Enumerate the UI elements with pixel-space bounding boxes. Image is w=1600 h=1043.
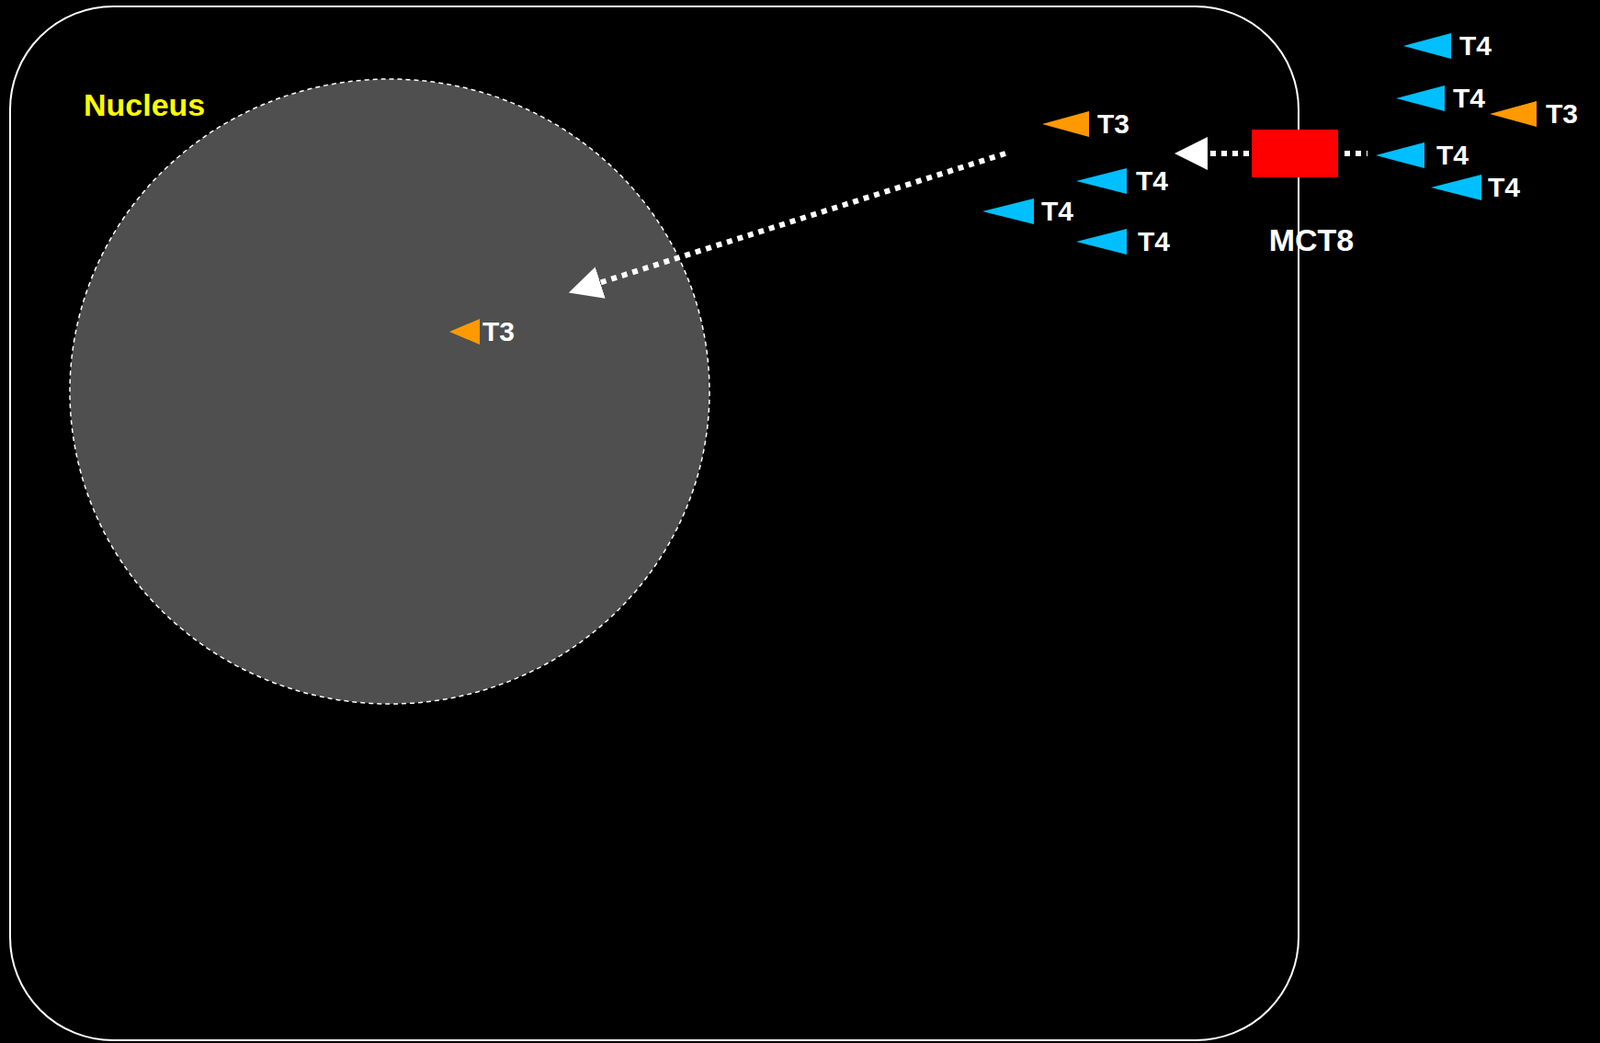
hormone-label: T3 (1097, 108, 1130, 140)
hormone-triangles (449, 33, 1537, 345)
transporter-box (1251, 129, 1339, 178)
hormone-label: T4 (1137, 226, 1170, 258)
hormone-label: T4 (1452, 82, 1486, 114)
hormone-label: T4 (1041, 195, 1074, 227)
hormone-label: T4 (1135, 165, 1169, 197)
hormone-label: T3 (1545, 98, 1578, 130)
dashed-arrow (1344, 150, 1368, 157)
cell-membrane (10, 6, 1299, 1041)
transporter-node: MCT8 (1251, 129, 1372, 259)
nucleus-region: NucleusT3 (69, 79, 710, 704)
transporter-label: MCT8 (1269, 224, 1355, 256)
nucleus-label: Nucleus (83, 89, 205, 121)
hormone-label: T4 (1487, 171, 1521, 204)
hormone-label: T4 (1436, 139, 1469, 171)
nucleus-outline (69, 79, 710, 704)
dashed-arrow (1191, 150, 1249, 157)
dashed-arrow (584, 153, 1006, 288)
hormone-label: T3 (482, 316, 515, 348)
hormone-label: T4 (1459, 30, 1492, 62)
